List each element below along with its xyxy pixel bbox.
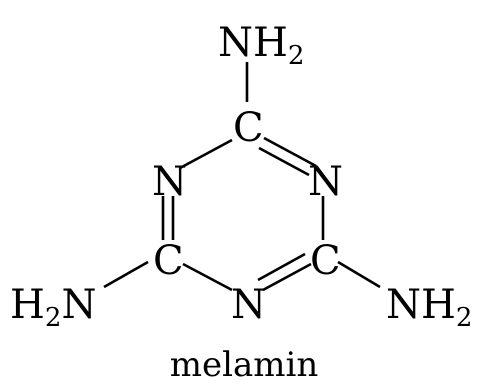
bond-nbottom-cright-2 — [257, 252, 306, 282]
carbon-right-label: C — [310, 238, 341, 284]
carbon-top-label: C — [233, 105, 264, 151]
bond-cleft-nbottom — [182, 262, 233, 292]
carbon-left-label: C — [153, 238, 184, 284]
bond-nbottom-cright-1 — [262, 262, 312, 292]
caption: melamin — [170, 345, 319, 385]
nitrogen-upper-right-label: N — [308, 159, 343, 205]
bond-ctop-nright-1 — [263, 136, 317, 168]
bond-ctop-nleft — [179, 138, 233, 170]
amine-left-label: H2N — [10, 282, 96, 333]
nitrogen-upper-left-label: N — [152, 159, 187, 205]
bond-amine-right — [337, 260, 381, 289]
nitrogen-bottom-label: N — [231, 282, 266, 328]
amine-top-label: NH2 — [218, 20, 304, 71]
bond-ctop-nright-2 — [258, 146, 310, 177]
bond-amine-left — [103, 260, 149, 289]
amine-right-label: NH2 — [386, 282, 472, 333]
